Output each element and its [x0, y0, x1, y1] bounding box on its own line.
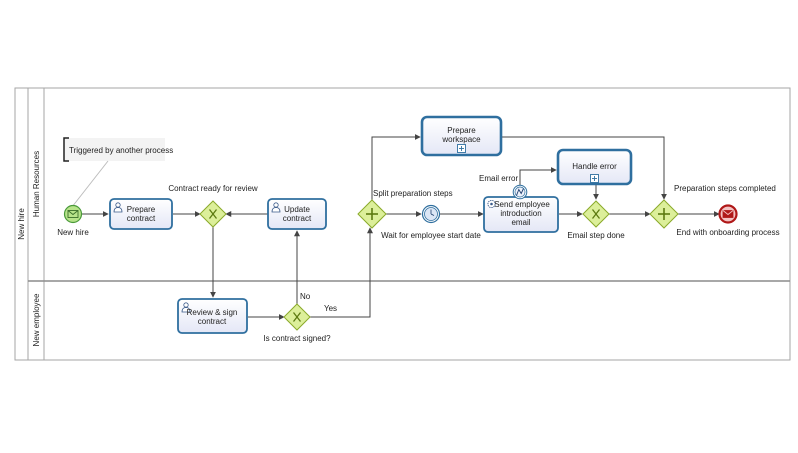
task-label-line1: Update — [284, 205, 310, 214]
exclusive-x-icon — [208, 209, 218, 219]
subprocess-handle-error[interactable]: Handle error — [556, 148, 633, 186]
end-event-onboarding[interactable]: End with onboarding process — [676, 204, 780, 238]
sequence-flows — [82, 134, 720, 320]
gateway-label: Email step done — [567, 231, 625, 240]
expand-plus-icon[interactable] — [457, 144, 466, 153]
task-review-sign-contract[interactable]: Review & sign contract — [177, 298, 248, 334]
error-icon — [516, 188, 524, 196]
flow-workspace-to-join[interactable] — [502, 136, 667, 200]
task-update-contract[interactable]: Update contract — [267, 198, 327, 230]
task-send-introduction-email[interactable]: Send employee introduction email — [483, 196, 559, 233]
user-icon — [271, 202, 281, 213]
subprocess-label-line2: workspace — [441, 135, 481, 144]
exclusive-x-icon — [591, 209, 601, 219]
gateway-contract-signed[interactable]: Is contract signed? — [263, 303, 331, 343]
timer-event-wait-start-date[interactable]: Wait for employee start date — [381, 204, 481, 241]
envelope-icon — [722, 210, 734, 218]
expand-plus-icon[interactable] — [590, 174, 599, 183]
text-annotation[interactable]: Triggered by another process — [63, 137, 173, 208]
subprocess-label-line1: Handle error — [572, 162, 617, 171]
flow-error-to-handle[interactable] — [519, 167, 557, 185]
gateway-email-step-done[interactable]: Email step done — [567, 200, 625, 240]
task-prepare-contract[interactable]: Prepare contract — [109, 198, 173, 230]
subprocess-box — [556, 148, 633, 186]
error-event-label: Email error — [479, 174, 518, 183]
lane-name-new-employee: New employee — [32, 293, 41, 346]
exclusive-x-icon — [292, 312, 302, 322]
user-icon — [181, 302, 191, 313]
start-event-new-hire[interactable]: New hire — [57, 204, 89, 238]
clock-icon — [430, 209, 435, 216]
gateway-split-preparation[interactable]: Split preparation steps — [357, 189, 453, 229]
flow-split-to-workspace[interactable] — [371, 134, 421, 200]
annotation-bracket — [63, 137, 69, 162]
parallel-plus-icon — [658, 208, 670, 220]
task-label-line1: Review & sign — [187, 308, 238, 317]
flow-label-no: No — [300, 292, 311, 301]
annotation-box — [64, 138, 165, 161]
task-label-line2: contract — [127, 214, 156, 223]
flow-label-yes: Yes — [324, 304, 337, 313]
parallel-plus-icon — [366, 208, 378, 220]
task-label-line2: contract — [198, 317, 227, 326]
gateway-label: Split preparation steps — [373, 189, 453, 198]
task-label-line2: introduction — [500, 209, 541, 218]
lane-name-human-resources: Human Resources — [32, 151, 41, 217]
gateway-preparation-completed[interactable]: Preparation steps completed — [649, 184, 776, 229]
task-label-line2: contract — [283, 214, 312, 223]
timer-event-label: Wait for employee start date — [381, 231, 481, 240]
task-label-line3: email — [511, 218, 530, 227]
annotation-association — [71, 160, 109, 208]
envelope-icon — [67, 210, 79, 218]
annotation-text: Triggered by another process — [69, 146, 173, 155]
gateway-label: Preparation steps completed — [674, 184, 776, 193]
gateway-label: Contract ready for review — [168, 184, 258, 193]
task-box — [109, 198, 173, 230]
task-box — [177, 298, 248, 334]
pool-name: New hire — [17, 208, 26, 240]
gear-icon — [487, 199, 496, 209]
user-icon — [113, 202, 123, 213]
gateway-label: Is contract signed? — [263, 334, 331, 343]
flow-signed-yes-to-split[interactable] — [310, 227, 373, 318]
gateway-contract-ready[interactable]: Contract ready for review — [168, 184, 258, 228]
end-event-label: End with onboarding process — [676, 228, 779, 237]
subprocess-prepare-workspace[interactable]: Prepare workspace — [420, 115, 503, 157]
subprocess-box — [420, 115, 503, 157]
task-label-line1: Prepare — [127, 205, 156, 214]
task-label-line1: Send employee — [494, 200, 550, 209]
boundary-error-event[interactable]: Email error — [479, 174, 528, 200]
subprocess-label-line1: Prepare — [447, 126, 476, 135]
start-event-label: New hire — [57, 228, 89, 237]
task-box — [267, 198, 327, 230]
